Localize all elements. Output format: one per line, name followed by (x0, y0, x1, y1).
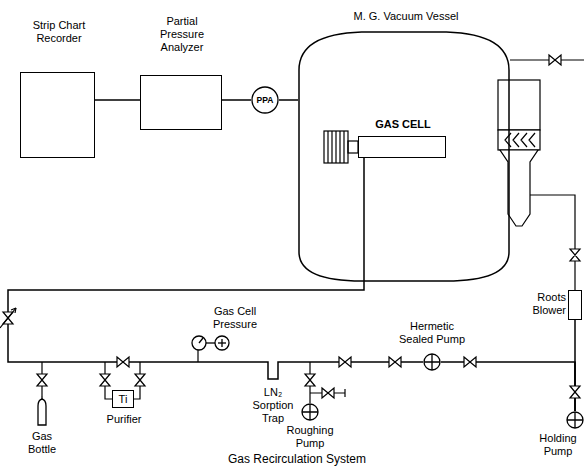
valve (305, 374, 315, 386)
hermetic-pump-outline (423, 353, 441, 371)
roughing-pump: Roughing Pump (301, 403, 319, 421)
node-label: Roughing Pump (278, 424, 342, 450)
roots-blower: Roots Blower (568, 290, 582, 320)
hermetic-pump: Hermetic Sealed Pump (423, 353, 441, 371)
vacuum-vessel: GAS CELLM. G. Vacuum Vessel (298, 30, 510, 282)
valve (570, 386, 580, 398)
node-label: Purifier (97, 413, 151, 426)
node-label: Roots Blower (521, 291, 566, 317)
ppa-circle-outline (252, 87, 278, 113)
pipe-line (95, 99, 140, 101)
valve (3, 55, 580, 398)
pressure-gauge: Gas Cell Pressure (192, 335, 232, 351)
analyzer-box: Partial Pressure Analyzer (140, 75, 222, 130)
caption: Gas Recirculation System (180, 452, 414, 466)
pipe-line (441, 362, 575, 411)
valve (339, 357, 351, 367)
pressure-gauge-outline (192, 336, 229, 350)
node-label: Strip Chart Recorder (15, 19, 103, 45)
node-label: Partial Pressure Analyzer (149, 15, 215, 54)
vacuum-vessel-outline (299, 32, 509, 281)
roughing-pump-outline (301, 403, 319, 421)
valve (37, 374, 47, 386)
gas-cell: GAS CELL (358, 136, 446, 158)
hermetic-pump-outline (424, 354, 440, 370)
holding-pump: Holding Pump (566, 411, 584, 429)
valve (570, 249, 580, 261)
valve (117, 357, 129, 367)
node-label: GAS CELL (363, 118, 443, 131)
sorption-trap-outline (262, 362, 284, 379)
pipe-line (8, 158, 364, 362)
node-label: Gas Cell Pressure (204, 305, 266, 331)
pump-stack (498, 80, 540, 226)
pipe (42, 60, 584, 411)
gas-cell-fins (324, 131, 358, 163)
valve (322, 388, 334, 398)
node-label: M. G. Vacuum Vessel (318, 10, 494, 23)
pressure-gauge-outline (192, 335, 232, 351)
ppa-circle: PPA (251, 86, 279, 114)
node-text: PPA (257, 94, 274, 107)
needle-arrow (0, 308, 16, 328)
holding-pump-outline (567, 412, 583, 428)
node-label: Gas Bottle (20, 430, 64, 456)
valve (100, 374, 110, 386)
holding-pump-outline (566, 411, 584, 429)
purifier: TiPurifier (112, 390, 134, 408)
valve (464, 357, 476, 367)
sorption-trap: LN₂ Sorption Trap (262, 360, 284, 380)
node-label: Holding Pump (534, 432, 582, 458)
pipe-line (279, 99, 298, 101)
valve (135, 374, 145, 386)
gas-bottle-outline (35, 396, 49, 426)
pipe-line (284, 361, 423, 363)
gas-bottle: Gas Bottle (35, 396, 49, 426)
roughing-pump-outline (302, 404, 318, 420)
sorption-trap-outline (262, 360, 284, 380)
gas-bottle-outline (38, 396, 46, 425)
node-label: LN₂ Sorption Trap (243, 386, 303, 425)
recorder-box: Strip Chart Recorder (20, 72, 95, 158)
pipe-line (222, 99, 251, 101)
node-text: Ti (119, 393, 128, 406)
valve (389, 357, 401, 367)
node-label: Hermetic Sealed Pump (396, 320, 468, 346)
valve (549, 55, 561, 65)
